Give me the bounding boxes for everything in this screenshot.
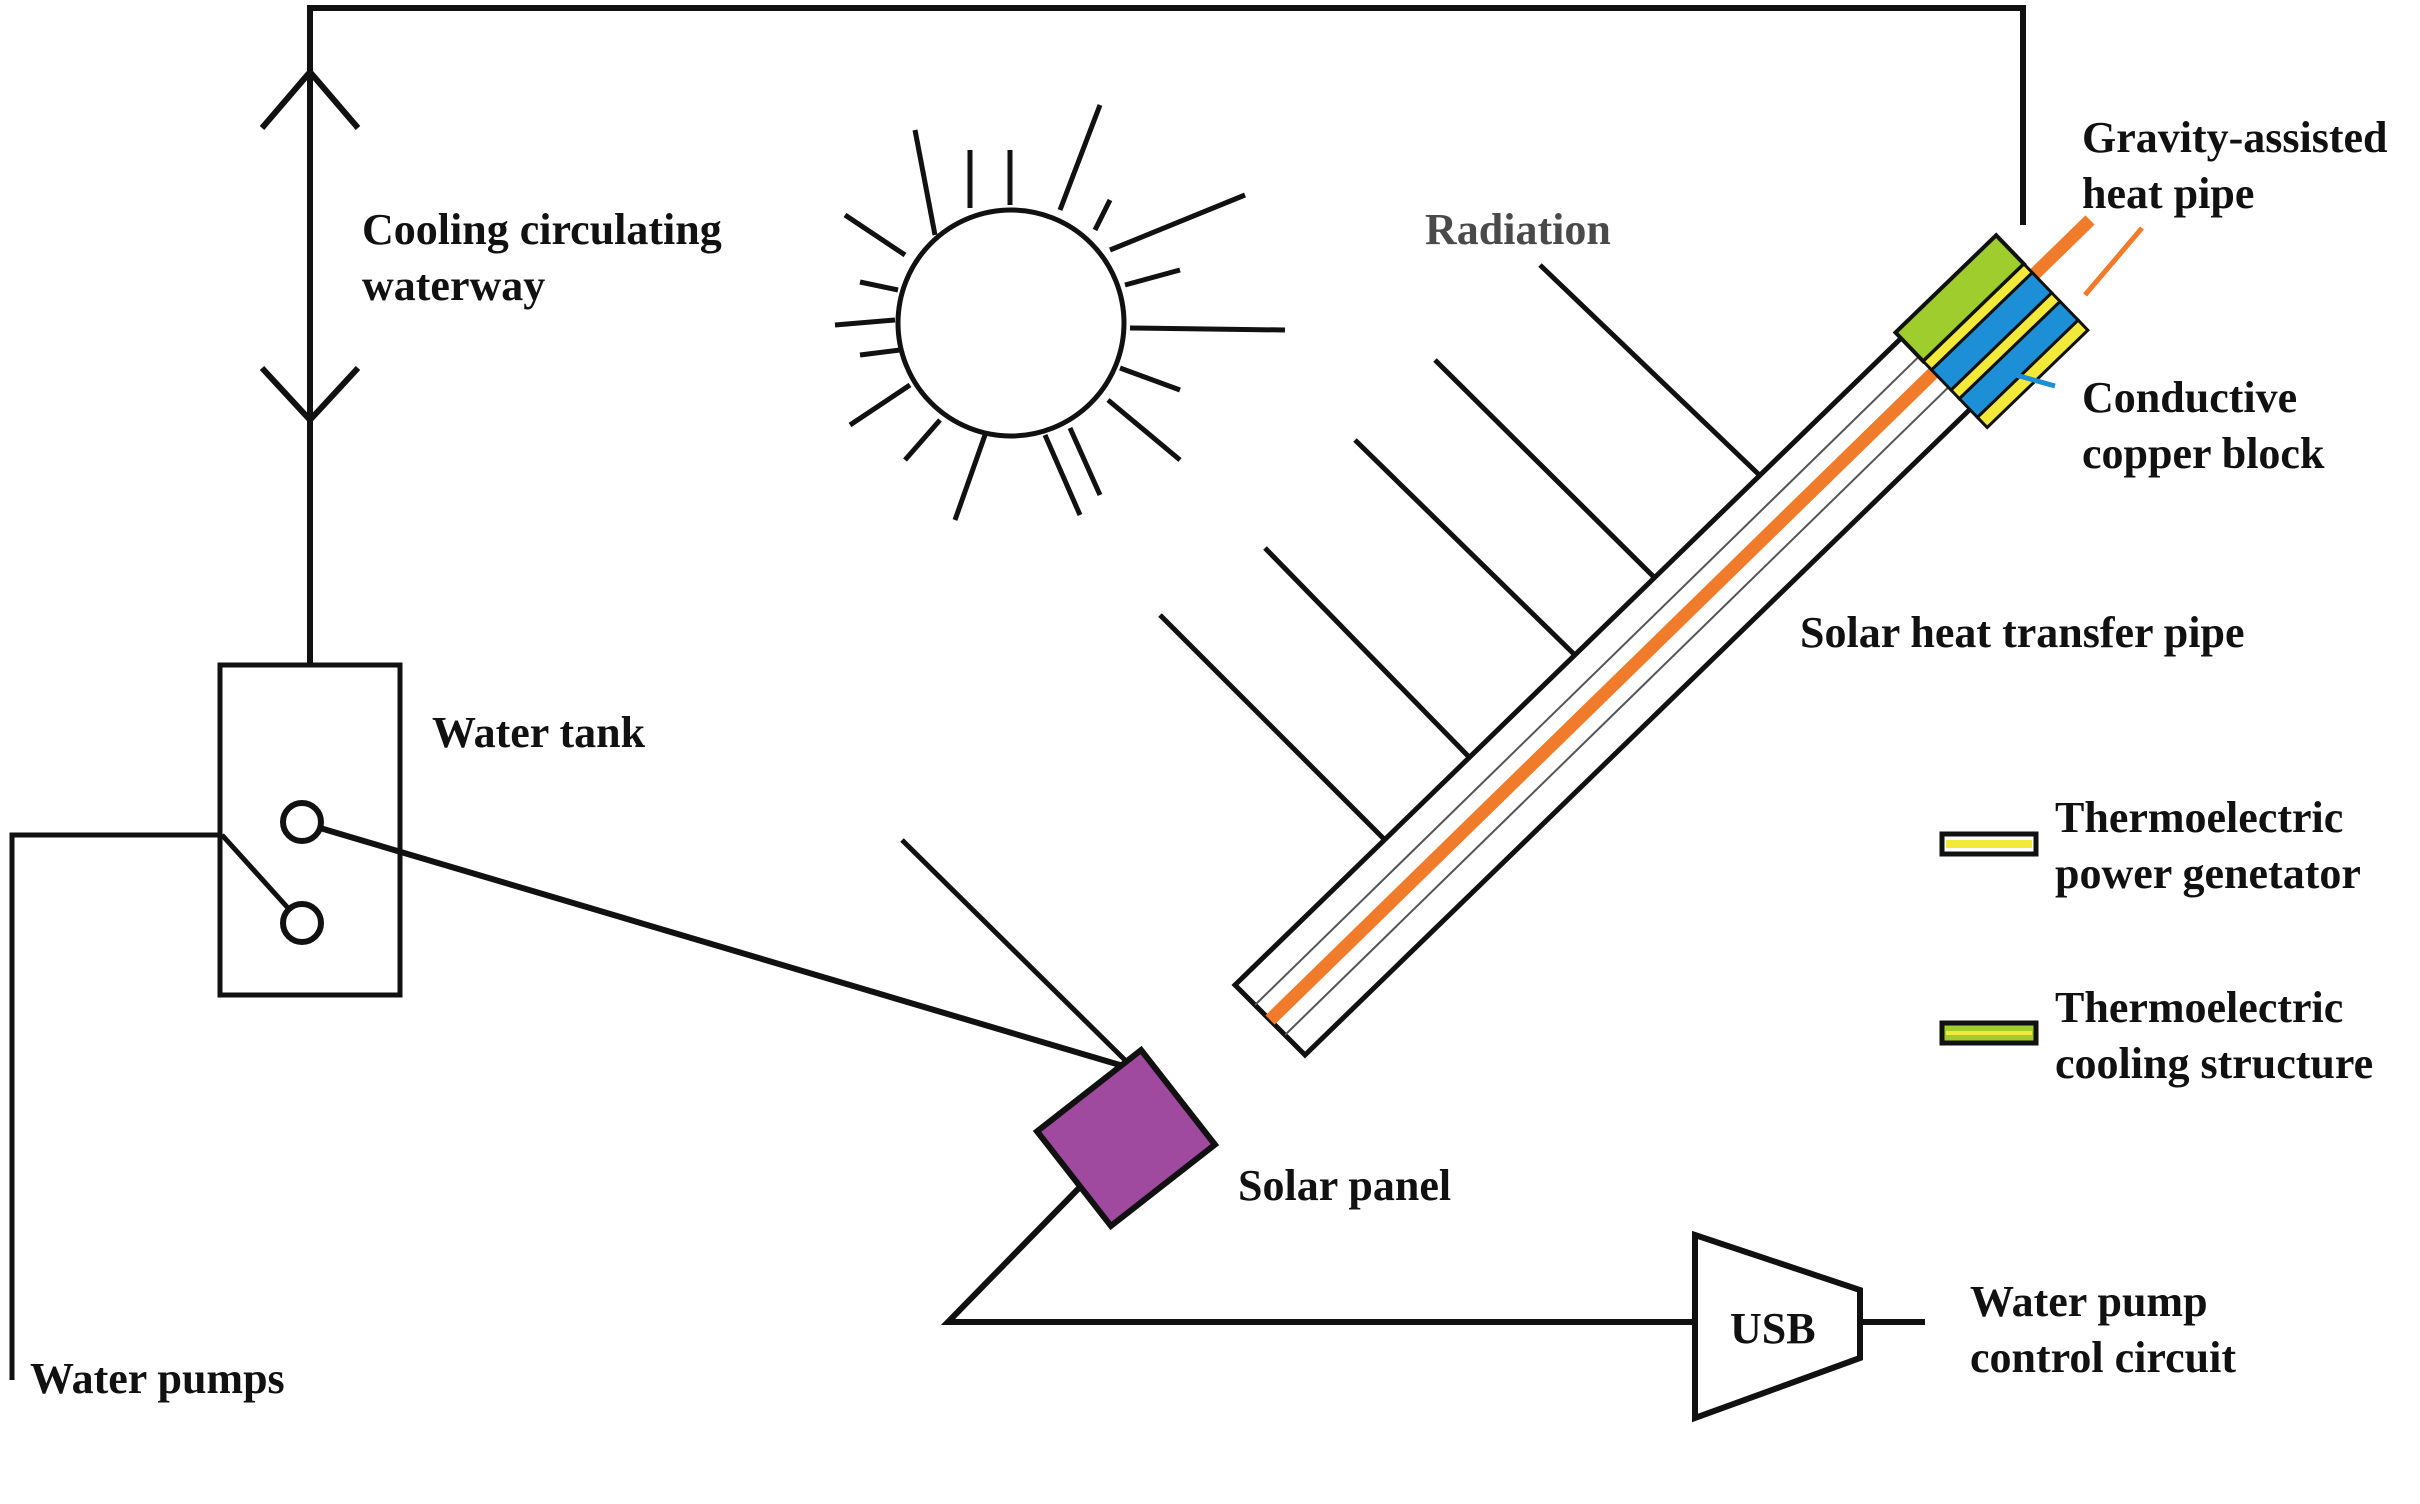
label-water-tank: Water tank: [432, 708, 646, 757]
radiation-arrow: [1263, 546, 1472, 760]
label-heat-pipe: Gravity-assisted: [2082, 113, 2388, 162]
label-usb: USB: [1730, 1304, 1816, 1353]
flow-arrow-up-icon: [259, 67, 361, 130]
label-heat-pipe: heat pipe: [2082, 169, 2254, 218]
radiation-arrow: [1538, 263, 1777, 492]
label-radiation: Radiation: [1425, 205, 1611, 254]
usb-module: [1692, 1230, 1863, 1423]
radiation-arrow: [1353, 438, 1582, 662]
label-teg: power genetator: [2055, 849, 2361, 898]
label-pump-control: control circuit: [1970, 1333, 2236, 1382]
label-water-pumps: Water pumps: [30, 1354, 285, 1403]
legend-tec-swatch: [1939, 1020, 2039, 1046]
legend-teg-swatch: [1939, 831, 2039, 857]
thermoelectric-assembly: [1892, 232, 2090, 430]
label-solar-pipe: Solar heat transfer pipe: [1800, 608, 2244, 657]
radiation-arrow: [1158, 613, 1387, 842]
copper-block-leader: [1988, 369, 2056, 389]
heat-pipe-leader: [2083, 226, 2144, 297]
sun-icon: [834, 104, 1286, 521]
cooling-waterway-line: [307, 5, 2026, 665]
tank-to-panel-wire: [319, 825, 1131, 1071]
label-copper-block: Conductive: [2082, 373, 2297, 422]
label-cooling-waterway: waterway: [362, 261, 545, 310]
label-teg: Thermoelectric: [2055, 793, 2343, 842]
radiation-arrow: [900, 838, 1132, 1067]
tank-terminal-top: [280, 800, 324, 844]
radiation-arrow: [1433, 358, 1667, 590]
radiation-arrows: [900, 263, 1777, 1067]
label-tec: Thermoelectric: [2055, 983, 2343, 1032]
tank-terminal-bottom: [280, 901, 324, 945]
panel-to-usb-wire: [940, 1182, 1695, 1325]
label-solar-panel: Solar panel: [1238, 1161, 1451, 1210]
solar-panel: [1032, 1045, 1220, 1231]
flow-arrow-down-icon: [259, 365, 361, 425]
label-pump-control: Water pump: [1970, 1277, 2208, 1326]
label-tec: cooling structure: [2055, 1039, 2373, 1088]
label-cooling-waterway: Cooling circulating: [362, 205, 722, 254]
label-copper-block: copper block: [2082, 429, 2325, 478]
water-pump-line: [9, 832, 222, 1380]
water-tank: [217, 662, 403, 998]
